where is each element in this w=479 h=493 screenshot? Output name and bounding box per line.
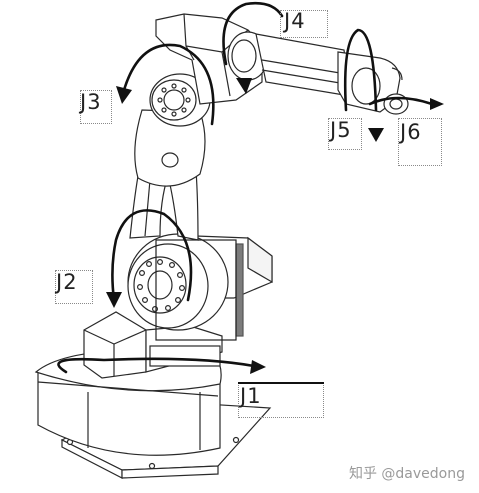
j1-arrowhead-icon	[250, 360, 266, 374]
j3-bolt-ring	[157, 83, 191, 117]
watermark: 知乎 @davedong	[348, 466, 465, 482]
j3-arrow	[122, 43, 215, 126]
j2-arrow	[111, 209, 193, 302]
j4-arrowhead-icon	[236, 78, 252, 94]
j3-arrowhead-icon	[116, 86, 132, 104]
j3-label-box	[80, 90, 112, 124]
j4-label-box	[280, 10, 328, 38]
j5-arrowhead-icon	[368, 128, 384, 142]
j1-arrow	[57, 357, 256, 374]
j5-arrow	[343, 28, 378, 112]
j3-label: J3	[80, 90, 102, 114]
j5-label: J5	[330, 118, 352, 142]
j6-label-box	[398, 118, 442, 166]
j2-label: J2	[56, 270, 78, 294]
j6-label: J6	[400, 120, 422, 144]
j2-label-box	[55, 270, 93, 304]
j3-elbow	[134, 73, 211, 187]
rotation-arrows	[57, 1, 444, 374]
j2-arrowhead-icon	[106, 292, 122, 308]
highlight-box	[155, 239, 237, 341]
j5-label-box	[328, 118, 362, 150]
j4-arrow	[222, 1, 284, 66]
forearm	[227, 31, 351, 97]
shoulder-housing	[83, 311, 223, 379]
j1-label: J1	[240, 384, 262, 408]
j2-joint	[127, 233, 273, 337]
robot-base	[34, 349, 272, 479]
j4-label: J4	[284, 9, 306, 33]
j1-label-rule	[238, 382, 324, 384]
j6-arrowhead-icon	[430, 98, 444, 110]
j6-arrow	[368, 96, 434, 106]
